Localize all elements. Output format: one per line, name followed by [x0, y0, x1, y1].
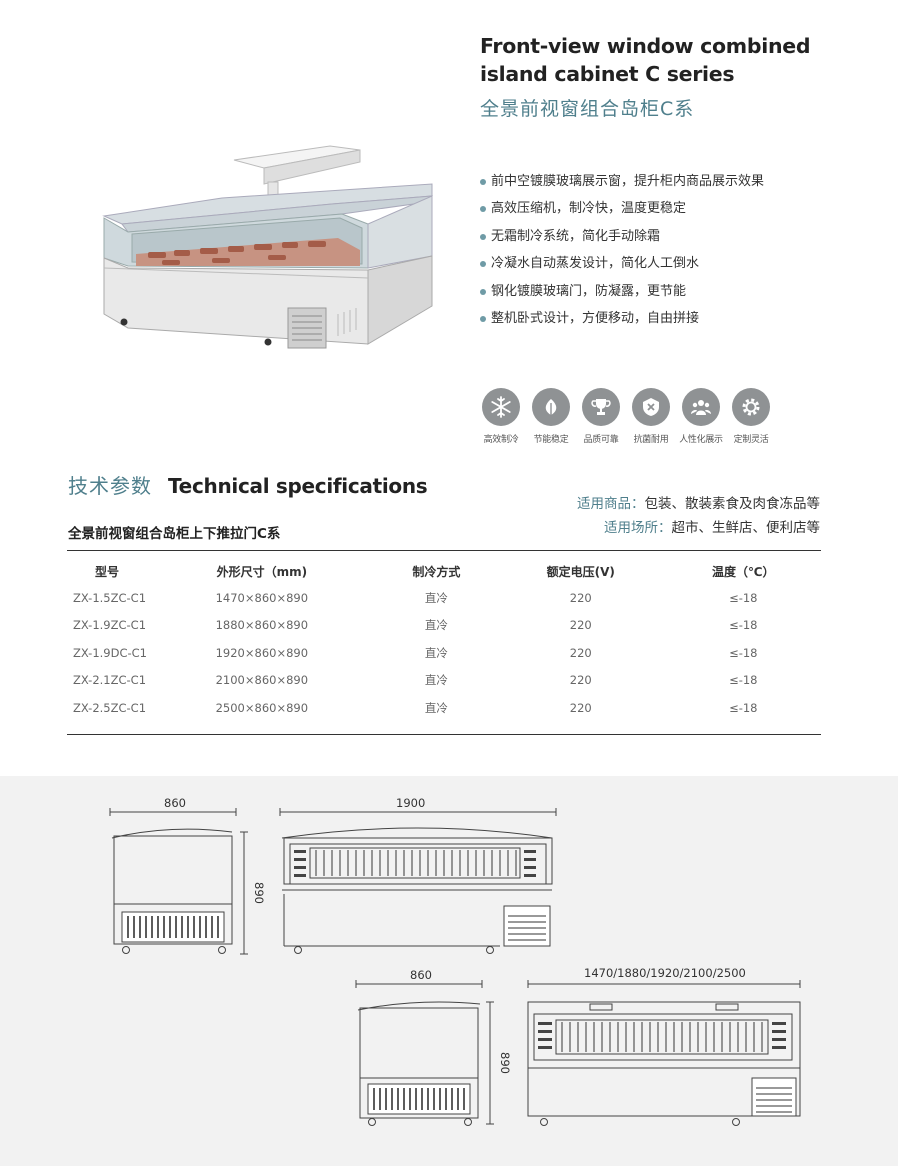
dim-top-front-width: 1900 — [396, 796, 426, 810]
title-cn: 全景前视窗组合岛柜C系 — [480, 98, 695, 120]
col-temp: 温度（℃） — [712, 564, 775, 579]
dim-top-side-width: 860 — [164, 796, 186, 810]
bullet-icon — [480, 316, 486, 323]
dim-bottom-side-width: 860 — [410, 968, 432, 982]
people-icon — [682, 388, 720, 426]
bullet-icon — [480, 178, 486, 185]
spec-heading-cn: 技术参数 — [68, 474, 152, 498]
dim-bottom-front-width: 1470/1880/1920/2100/2500 — [584, 966, 746, 980]
bullet-icon — [480, 288, 486, 295]
col-size: 外形尺寸（mm) — [216, 564, 308, 579]
badge-cooling: 高效制冷 — [478, 388, 524, 445]
spec-table: 型号 外形尺寸（mm) 制冷方式 额定电压(V) 温度（℃） ZX-1.5ZC-… — [67, 558, 821, 722]
table-top-rule — [67, 550, 821, 551]
title-en: Front-view window combined island cabine… — [480, 34, 811, 86]
feature-item: 高效压缩机，制冷快，温度更稳定 — [480, 196, 764, 224]
product-image — [102, 145, 433, 349]
gear-icon — [732, 388, 770, 426]
table-bottom-rule — [67, 734, 821, 735]
dim-bottom-height: 890 — [498, 1052, 512, 1074]
feature-list: 前中空镀膜玻璃展示窗，提升柜内商品展示效果 高效压缩机，制冷快，温度更稳定 无霜… — [480, 168, 764, 333]
usage-goods: 适用商品：包装、散装素食及肉食冻品等 — [577, 496, 820, 512]
col-voltage: 额定电压(V) — [546, 564, 615, 579]
col-model: 型号 — [94, 564, 119, 579]
badge-custom: 定制灵活 — [728, 388, 774, 445]
feature-badges: 高效制冷 节能稳定 品质可靠 抗菌耐用 人性化展示 定制灵活 — [478, 388, 774, 445]
spec-heading: 技术参数 Technical specifications — [68, 470, 428, 499]
leaf-icon — [532, 388, 570, 426]
badge-display: 人性化展示 — [678, 388, 724, 445]
badge-energy: 节能稳定 — [528, 388, 574, 445]
feature-item: 无霜制冷系统，简化手动除霜 — [480, 223, 764, 251]
drawing-lines — [109, 808, 801, 1126]
feature-item: 前中空镀膜玻璃展示窗，提升柜内商品展示效果 — [480, 168, 764, 196]
usage-info: 适用商品：包装、散装素食及肉食冻品等 适用场所：超市、生鲜店、便利店等 — [577, 492, 820, 540]
trophy-icon — [582, 388, 620, 426]
dim-top-height: 890 — [252, 882, 266, 904]
badge-quality: 品质可靠 — [578, 388, 624, 445]
table-header-row: 型号 外形尺寸（mm) 制冷方式 额定电压(V) 温度（℃） — [67, 558, 821, 584]
table-title: 全景前视窗组合岛柜上下推拉门C系 — [68, 526, 281, 542]
bullet-icon — [480, 261, 486, 268]
bullet-icon — [480, 233, 486, 240]
bullet-icon — [480, 206, 486, 213]
usage-place: 适用场所：超市、生鲜店、便利店等 — [604, 520, 820, 536]
feature-item: 冷凝水自动蒸发设计，简化人工倒水 — [480, 251, 764, 279]
snowflake-icon — [482, 388, 520, 426]
shield-cross-icon — [632, 388, 670, 426]
badge-antibacterial: 抗菌耐用 — [628, 388, 674, 445]
col-cooling: 制冷方式 — [412, 564, 461, 579]
feature-item: 整机卧式设计，方便移动，自由拼接 — [480, 306, 764, 334]
spec-heading-en: Technical specifications — [168, 474, 428, 498]
technical-drawings: 860 1900 890 860 1470/1880/1920/2100/250… — [0, 776, 898, 1166]
feature-item: 钢化镀膜玻璃门，防凝露，更节能 — [480, 278, 764, 306]
